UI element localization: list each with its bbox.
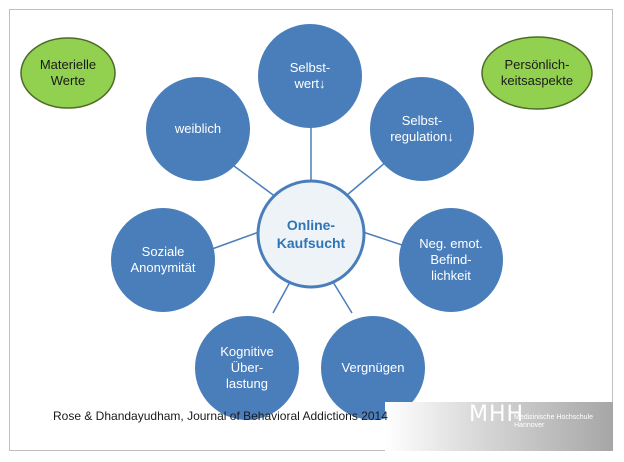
oval-materielle-werte xyxy=(20,37,116,109)
connector-weiblich xyxy=(229,162,281,201)
label-soziale: Soziale Anonymität xyxy=(130,244,196,275)
node-selbstregulation xyxy=(370,77,474,181)
mhh-logo: MHH xyxy=(469,402,525,427)
label-neg-emot: Neg. emot. Befind- lichkeit xyxy=(419,236,483,283)
footer-band xyxy=(385,402,613,451)
footer-citation: Rose & Dhandayudham, Journal of Behavior… xyxy=(53,409,388,423)
connector-kognitive xyxy=(272,281,291,314)
node-weiblich xyxy=(146,77,250,181)
node-center xyxy=(256,179,366,289)
label-persoenlichkeitsaspekte: Persönlich- keitsaspekte xyxy=(500,57,574,88)
label-weiblich: weiblich xyxy=(174,121,222,136)
node-vergnuegen xyxy=(321,316,425,420)
label-selbstregulation: Selbst- regulation↓ xyxy=(390,113,454,144)
label-materielle-werte: Materielle Werte xyxy=(39,57,97,88)
node-neg-emot xyxy=(399,208,503,312)
node-selbstwert xyxy=(258,24,362,128)
label-vergnuegen: Vergnügen xyxy=(341,360,405,375)
node-soziale xyxy=(111,208,215,312)
label-kognitive: Kognitive Über- lastung xyxy=(220,344,274,391)
label-selbstwert: Selbst- wert↓ xyxy=(289,60,331,91)
oval-persoenlichkeitsaspekte xyxy=(481,36,593,110)
mhh-logo-text: Medizinische Hochschule Hannover xyxy=(514,414,593,429)
connector-vergnuegen xyxy=(332,281,353,314)
label-center: Online- Kaufsucht xyxy=(276,217,346,251)
connector-soziale xyxy=(211,231,260,250)
node-kognitive xyxy=(195,316,299,420)
